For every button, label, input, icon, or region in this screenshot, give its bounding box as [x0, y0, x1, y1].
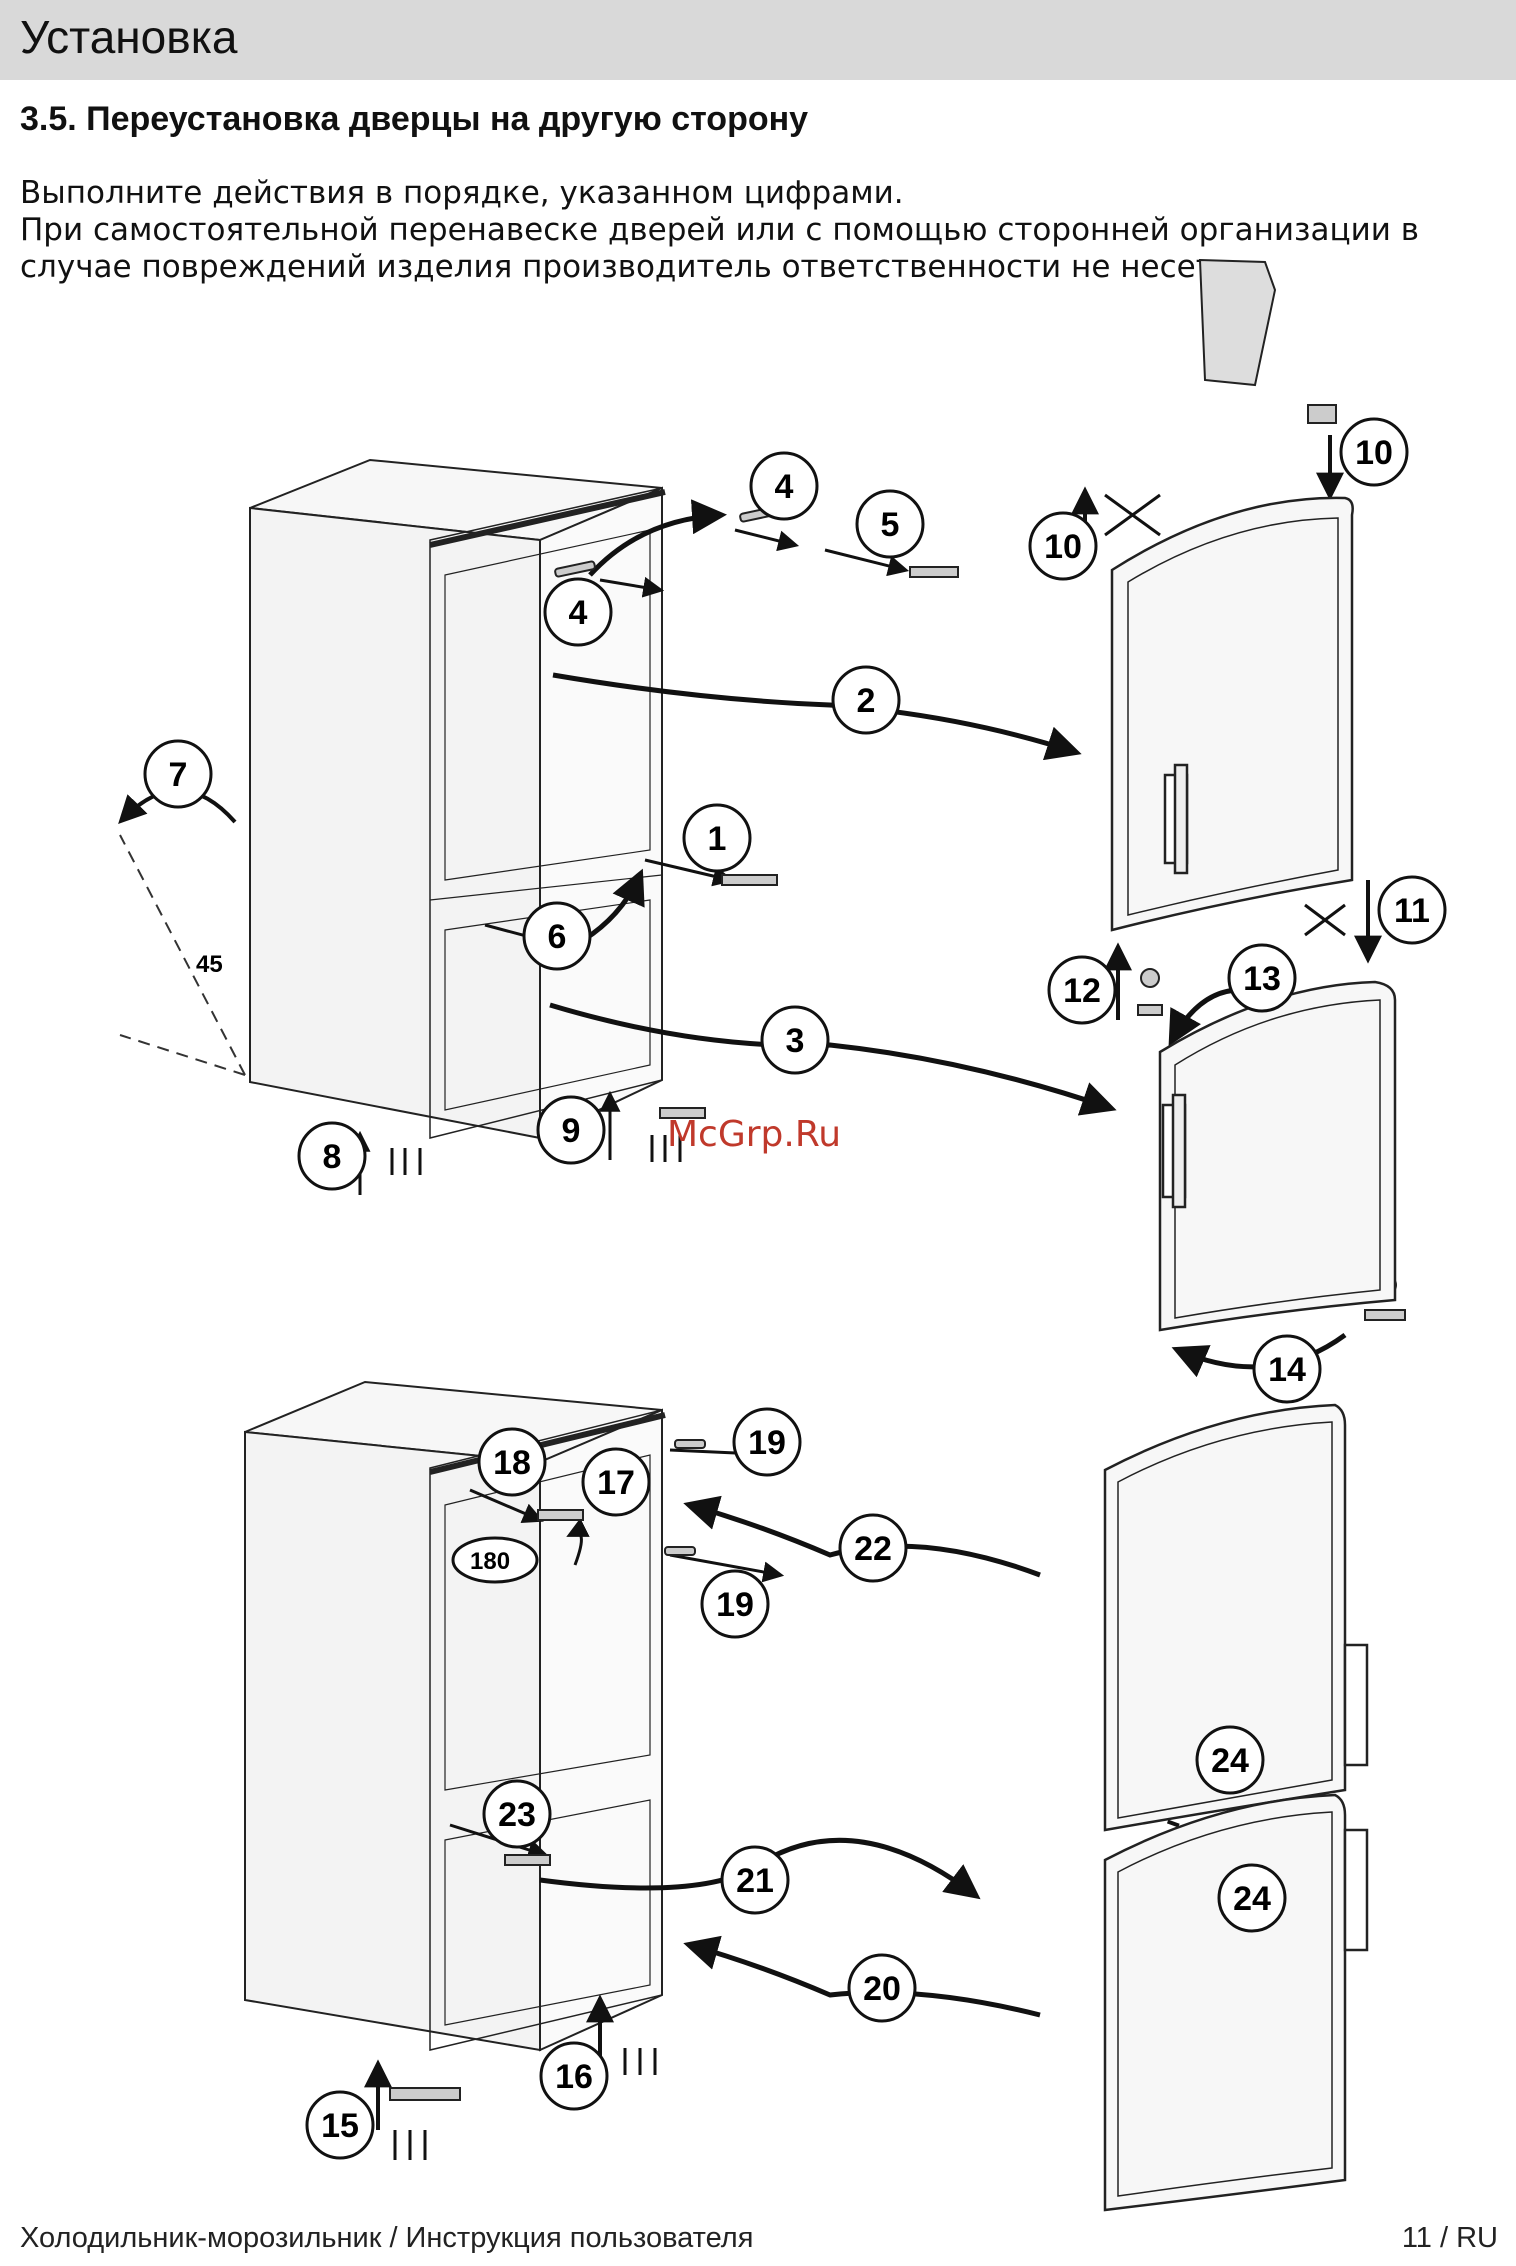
step-8-callout: 8 — [297, 1121, 367, 1191]
svg-text:15: 15 — [321, 2107, 359, 2145]
step-12-callout: 12 — [1047, 955, 1117, 1025]
crossed-out-markers — [1104, 493, 1346, 937]
step-22-callout: 22 — [838, 1513, 908, 1583]
step-10-callout-a: 10 — [1339, 417, 1409, 487]
svg-text:19: 19 — [748, 1424, 786, 1462]
rotate-180-group: 180 — [451, 1536, 539, 1584]
watermark: McGrp.Ru — [667, 1114, 841, 1155]
lower-door-bottom — [1103, 1793, 1369, 2212]
upper-door-bottom — [1103, 1403, 1369, 1832]
step-7-tilt-group: 45 — [118, 788, 246, 1076]
svg-text:3: 3 — [786, 1022, 805, 1060]
svg-text:5: 5 — [881, 506, 900, 544]
svg-text:20: 20 — [863, 1970, 901, 2008]
intro-text: Выполните действия в порядке, указанном … — [20, 175, 1500, 286]
footer-page-number: 11 / RU — [1401, 2222, 1498, 2254]
svg-text:6: 6 — [548, 918, 567, 956]
step-callouts: 1 2 3 4 4 5 6 7 8 9 10 10 11 12 13 14 15… — [143, 417, 1447, 2160]
step-16-callout: 16 — [539, 2041, 609, 2111]
intro-line-3: случае повреждений изделия производитель… — [20, 249, 1224, 285]
step-4-callout-a: 4 — [749, 451, 819, 521]
svg-text:22: 22 — [854, 1530, 892, 1568]
svg-text:19: 19 — [716, 1586, 754, 1624]
upper-door-top — [1110, 496, 1354, 932]
svg-text:13: 13 — [1243, 960, 1281, 998]
step-4-callout-b: 4 — [543, 577, 613, 647]
step-21-callout: 21 — [720, 1845, 790, 1915]
step-24-callout-a: 24 — [1195, 1725, 1265, 1795]
step-1-callout: 1 — [682, 803, 752, 873]
svg-text:9: 9 — [562, 1112, 581, 1150]
step-13-callout: 13 — [1227, 943, 1297, 1013]
step-23-callout: 23 — [482, 1779, 552, 1849]
step-20-callout: 20 — [847, 1953, 917, 2023]
svg-text:10: 10 — [1355, 434, 1393, 472]
step-10-callout-b: 10 — [1028, 511, 1098, 581]
step-19-callout-b: 19 — [700, 1569, 770, 1639]
intro-line-2: При самостоятельной перенавеске дверей и… — [20, 212, 1419, 248]
lower-door-top — [1158, 980, 1397, 1332]
section-title: 3.5. Переустановка дверцы на другую стор… — [20, 100, 809, 138]
svg-text:8: 8 — [323, 1138, 342, 1176]
screws-top — [390, 1135, 682, 1175]
svg-text:14: 14 — [1268, 1351, 1306, 1389]
svg-text:10: 10 — [1044, 528, 1082, 566]
step-3-callout: 3 — [760, 1005, 830, 1075]
step-14-callout: 14 — [1252, 1334, 1322, 1404]
tilt-angle-label: 45 — [196, 951, 223, 978]
step-15-callout: 15 — [305, 2090, 375, 2160]
svg-text:2: 2 — [857, 682, 876, 720]
step-5-callout: 5 — [855, 489, 925, 559]
step-24-callout-b: 24 — [1217, 1863, 1287, 1933]
svg-text:1: 1 — [708, 820, 727, 858]
step-7-callout: 7 — [143, 739, 213, 809]
svg-text:24: 24 — [1211, 1742, 1249, 1780]
screws-bottom — [393, 2048, 657, 2160]
svg-text:4: 4 — [569, 594, 588, 632]
svg-text:12: 12 — [1063, 972, 1101, 1010]
step-17-callout: 17 — [581, 1447, 651, 1517]
step-9-callout: 9 — [536, 1095, 606, 1165]
svg-text:18: 18 — [493, 1444, 531, 1482]
svg-text:7: 7 — [169, 756, 188, 794]
fridge-cabinet-top — [249, 458, 666, 1140]
svg-text:21: 21 — [736, 1862, 774, 1900]
step-19-callout-a: 19 — [732, 1407, 802, 1477]
hinge-parts-bottom — [389, 1439, 706, 2101]
svg-text:4: 4 — [775, 468, 794, 506]
svg-text:16: 16 — [555, 2058, 593, 2096]
page-header-title: Установка — [20, 11, 238, 63]
footer-document-title: Холодильник-морозильник / Инструкция пол… — [20, 2222, 754, 2254]
svg-text:23: 23 — [498, 1796, 536, 1834]
rotate-angle-label: 180 — [470, 1548, 510, 1575]
step-6-callout: 6 — [522, 901, 592, 971]
svg-text:17: 17 — [597, 1464, 635, 1502]
intro-line-1: Выполните действия в порядке, указанном … — [20, 175, 904, 211]
header-bar — [0, 0, 1516, 80]
step-18-callout: 18 — [477, 1427, 547, 1497]
step-2-callout: 2 — [831, 665, 901, 735]
step-11-callout: 11 — [1377, 875, 1447, 945]
svg-text:24: 24 — [1233, 1880, 1271, 1918]
svg-text:11: 11 — [1394, 892, 1430, 930]
